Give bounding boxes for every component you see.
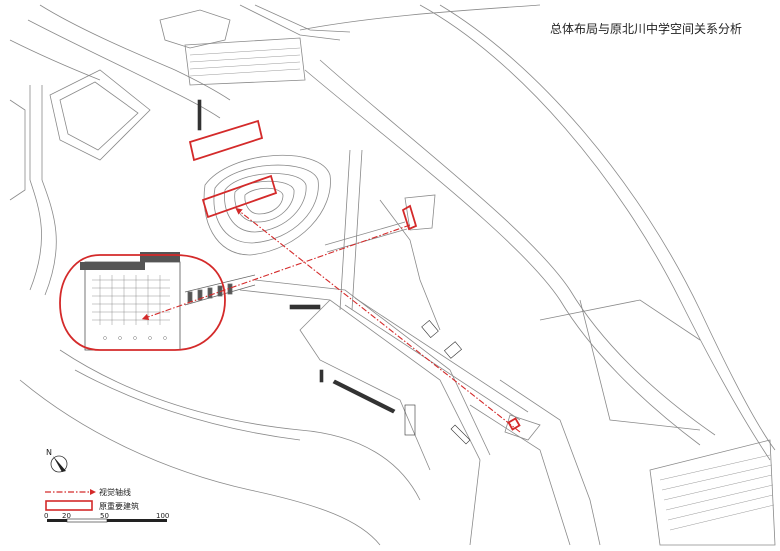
parking-stripes-top	[189, 47, 301, 77]
corridor-southwest	[184, 274, 256, 306]
scale-bar	[47, 518, 167, 523]
view-axis-east-west	[141, 224, 411, 321]
new-buildings	[197, 99, 471, 445]
scale-tick-20: 20	[62, 512, 71, 520]
legend-original-buildings-label: 原重要建筑	[99, 502, 139, 511]
ramp-southeast	[344, 297, 541, 441]
parking-stripes-bottom	[659, 454, 775, 531]
north-arrow-icon	[50, 455, 68, 473]
original-building-north	[188, 119, 264, 162]
view-axis-diagonal	[235, 207, 521, 433]
corridor-east	[324, 194, 436, 253]
legend-building-swatch	[45, 500, 93, 511]
view-axes	[141, 207, 521, 433]
legend-view-axis-label: 视觉轴线	[99, 488, 131, 497]
north-label: N	[46, 448, 52, 457]
stadium-building	[80, 252, 181, 351]
map-title: 总体布局与原北川中学空间关系分析	[549, 22, 742, 36]
original-building-southeast	[507, 417, 521, 431]
original-building-east	[401, 204, 418, 231]
original-stadium-outline	[59, 254, 226, 351]
road-network	[9, 4, 776, 546]
original-important-buildings	[59, 119, 521, 431]
original-building-mound	[201, 174, 278, 219]
scale-tick-0: 0	[44, 512, 49, 520]
scale-tick-100: 100	[156, 512, 170, 520]
legend-view-axis-swatch	[45, 489, 96, 495]
scale-tick-50: 50	[100, 512, 109, 520]
